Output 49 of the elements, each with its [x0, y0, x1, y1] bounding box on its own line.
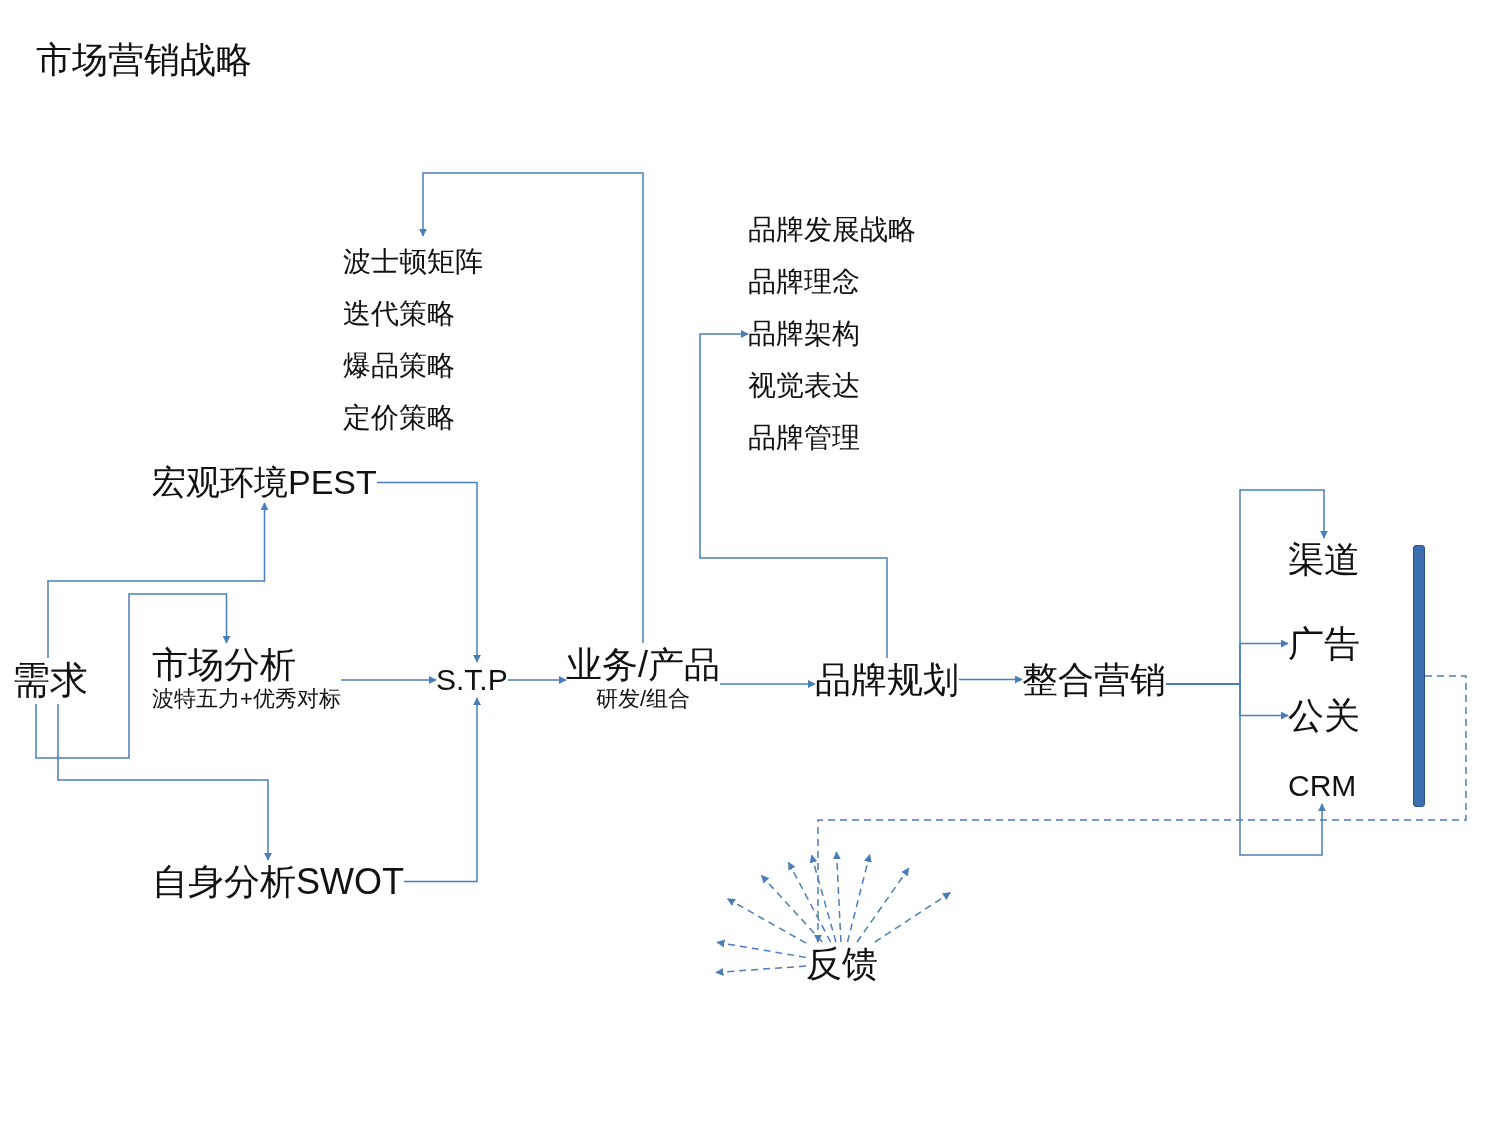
- arrow: [1165, 683, 1326, 856]
- node-label: 研发/组合: [595, 686, 691, 713]
- node-label: 宏观环境PEST: [152, 462, 377, 503]
- arrow: [57, 703, 272, 861]
- arrow: [47, 502, 269, 659]
- dashed-arrow: [814, 675, 1467, 943]
- node-label: 迭代策略: [343, 297, 455, 331]
- dashed-arrow: [809, 854, 837, 943]
- node-label: 市场分析: [152, 643, 296, 687]
- arrow: [419, 172, 644, 644]
- node-label: 品牌理念: [748, 265, 860, 299]
- arrow: [376, 481, 481, 663]
- dashed-arrow: [787, 861, 832, 943]
- node-label: 爆品策略: [343, 349, 455, 383]
- arrow: [699, 330, 888, 659]
- dashed-arrow: [856, 867, 910, 943]
- dashed-arrow: [726, 898, 807, 944]
- node-label: 自身分析SWOT: [152, 860, 404, 904]
- arrow: [958, 675, 1023, 684]
- dashed-arrow: [846, 854, 872, 943]
- dashed-arrow: [716, 939, 807, 959]
- node-label: 品牌规划: [815, 658, 959, 702]
- node-label: 业务/产品: [566, 643, 720, 687]
- node-label: 渠道: [1288, 538, 1360, 582]
- arrow: [719, 680, 816, 688]
- node-label: 定价策略: [343, 401, 455, 435]
- node-label: 波特五力+优秀对标: [152, 686, 341, 713]
- dashed-arrow: [832, 851, 842, 943]
- node-label: 波士顿矩阵: [343, 245, 483, 279]
- node-label: 反馈: [806, 942, 878, 986]
- node-label: 品牌管理: [748, 421, 860, 455]
- node-label: 品牌发展战略: [748, 213, 916, 247]
- node-label: 视觉表达: [748, 369, 860, 403]
- vertical-bar: [1413, 545, 1425, 807]
- node-label: S.T.P: [436, 662, 508, 698]
- dashed-arrow: [874, 892, 951, 943]
- dashed-arrow: [715, 965, 807, 976]
- node-label: 整合营销: [1022, 658, 1166, 702]
- diagram-title: 市场营销战略: [36, 38, 252, 82]
- node-label: 需求: [12, 658, 88, 703]
- node-label: 公关: [1288, 694, 1360, 738]
- node-label: 品牌架构: [748, 317, 860, 351]
- arrow: [403, 697, 481, 883]
- arrow: [35, 593, 231, 759]
- arrow: [507, 676, 567, 684]
- node-label: CRM: [1288, 768, 1357, 804]
- arrow: [340, 676, 437, 684]
- node-label: 广告: [1288, 622, 1360, 666]
- dashed-arrow: [760, 874, 824, 943]
